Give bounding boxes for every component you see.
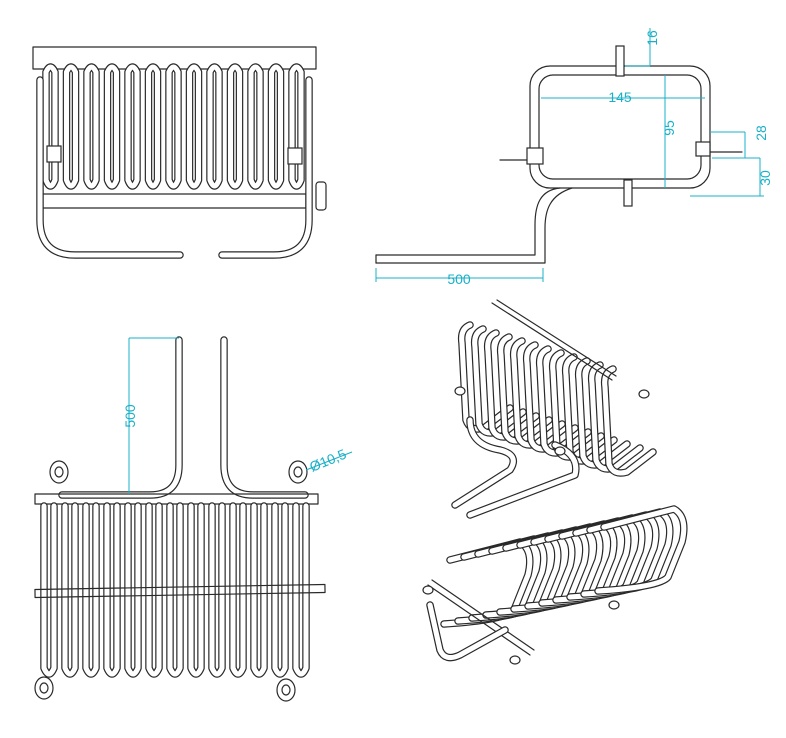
left-clip <box>46 145 62 163</box>
coil-loop <box>40 502 58 678</box>
lug-top-right <box>288 460 308 484</box>
dim-500-left-label: 500 <box>122 404 138 428</box>
dim-500-top-label: 500 <box>447 271 471 287</box>
coil-loop <box>61 502 79 678</box>
right-inlet-tube <box>220 336 309 499</box>
dim-28-label: 28 <box>753 125 769 141</box>
iso-lug <box>454 386 466 396</box>
left-outlet-tube <box>36 76 184 259</box>
iso-coil-loop <box>600 365 657 477</box>
coil-loop <box>82 502 100 678</box>
coil-loop <box>124 502 142 678</box>
side-view <box>375 28 764 282</box>
lug-bottom-right <box>276 678 296 702</box>
iso-lug <box>554 446 566 456</box>
cross-bar <box>34 583 326 599</box>
coil-loop <box>144 63 162 190</box>
front-view <box>32 46 327 259</box>
side-connector <box>315 181 327 211</box>
iso-coil-loop <box>594 505 688 595</box>
iso-inlet-tube-1 <box>451 416 518 509</box>
left-inlet-tube <box>58 336 183 499</box>
coil-loop <box>124 63 141 190</box>
coil-loop <box>292 502 310 678</box>
isometric-view-upper <box>451 299 657 519</box>
iso-lug <box>509 655 521 665</box>
dim-diameter-label: Ø10,5 <box>307 446 349 475</box>
coil-loop <box>206 63 223 190</box>
lug-top-left <box>49 460 69 484</box>
dim-30-label: 30 <box>757 170 773 186</box>
coil-loop <box>271 502 289 678</box>
coil-loop <box>165 63 182 190</box>
right-outlet-tube <box>218 76 313 259</box>
coil-loop <box>83 63 100 190</box>
coil-loop <box>288 63 305 190</box>
coil-loop <box>42 63 59 190</box>
coil-loop <box>185 63 203 190</box>
isometric-view-lower <box>422 505 688 665</box>
iso-lug <box>422 585 434 595</box>
coil-loop <box>103 63 121 190</box>
coil-loop <box>208 502 226 678</box>
dim-16-label: 16 <box>644 30 660 46</box>
coil-loop <box>250 502 268 678</box>
coil-loop <box>187 502 205 678</box>
coil-loop <box>247 63 264 190</box>
coil-loop <box>103 502 121 678</box>
dim-145-label: 145 <box>608 89 632 105</box>
coil-loop <box>62 63 80 190</box>
coil-loop <box>229 502 247 678</box>
iso-frame-tube <box>426 601 509 662</box>
iso-bottom-bar <box>427 584 531 656</box>
lug-bottom-left <box>34 676 54 700</box>
dim-95-label: 95 <box>661 120 677 136</box>
coil-loop <box>145 502 163 678</box>
iso-top-bar <box>491 302 613 381</box>
base-bar <box>41 193 307 209</box>
iso-lug <box>638 389 650 399</box>
coil-loop <box>166 502 184 678</box>
top-view <box>34 336 353 702</box>
top-band <box>34 493 319 505</box>
coil-loop <box>226 63 244 190</box>
iso-lug <box>608 600 620 610</box>
coil-loop <box>267 63 285 190</box>
right-clip <box>287 147 303 165</box>
